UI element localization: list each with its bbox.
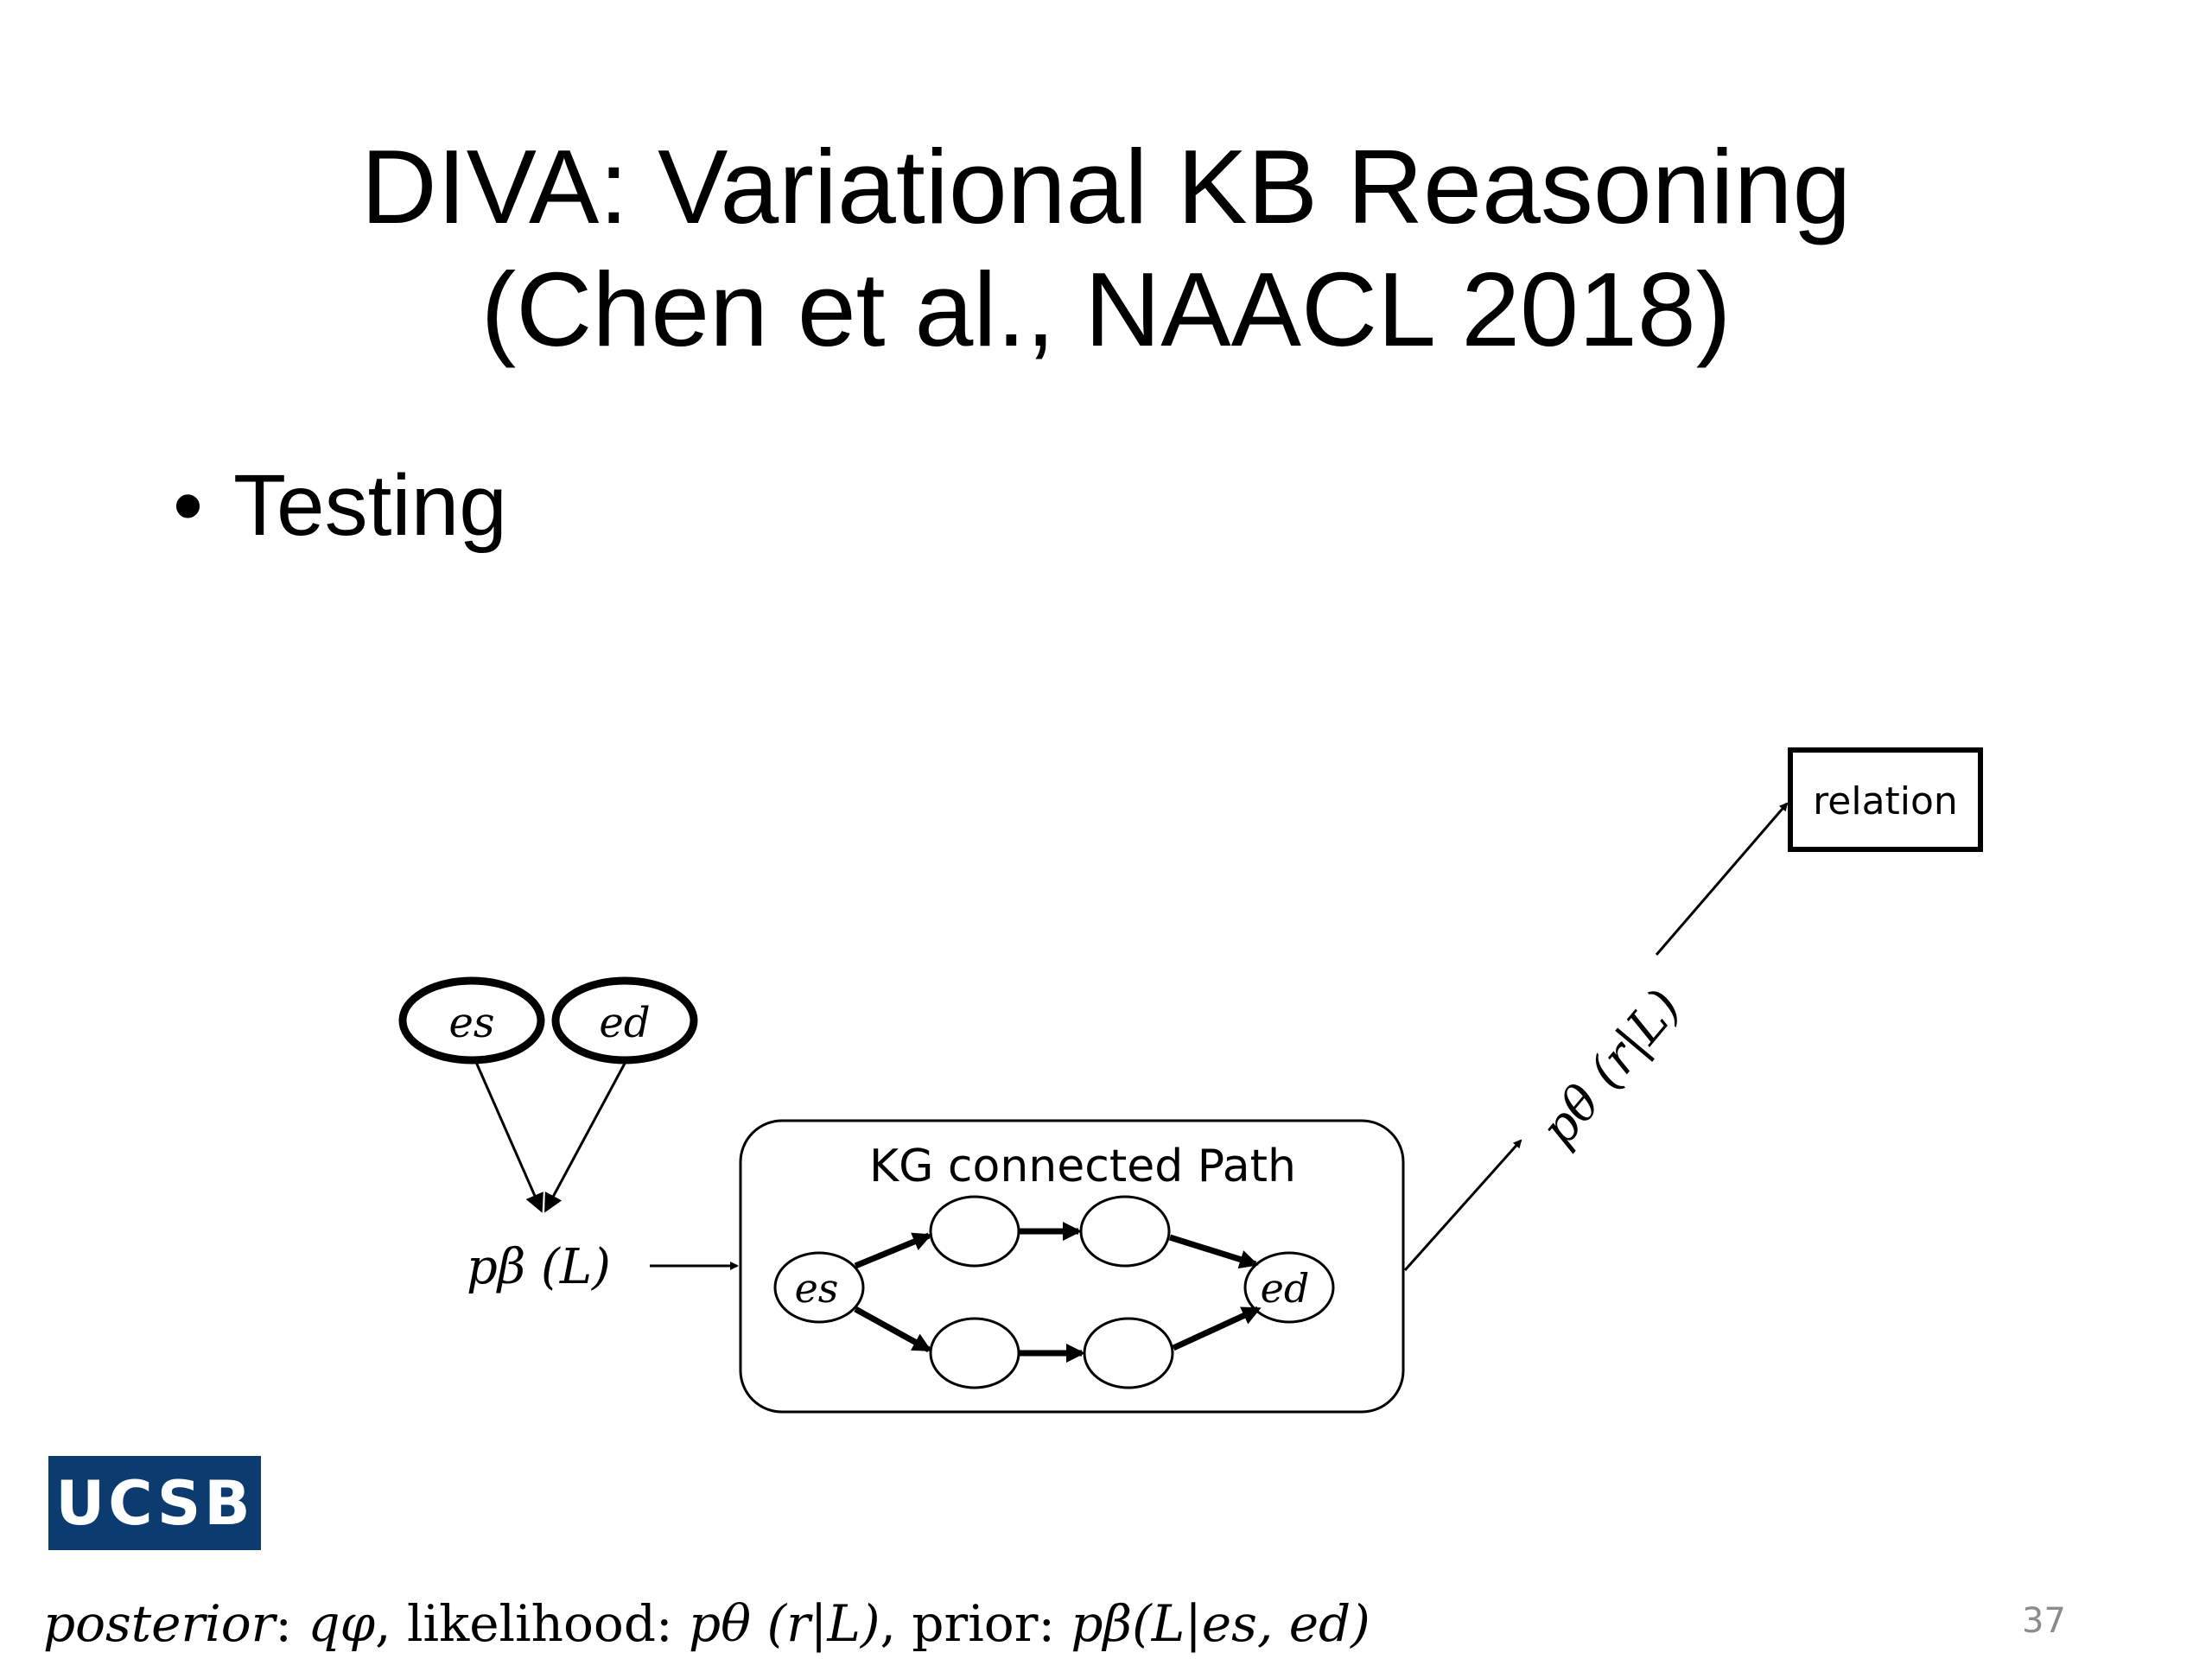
path-node-es-label: es [795, 1265, 839, 1312]
footer-posterior-word: posterior [43, 1594, 276, 1653]
ucsb-logo: UCSB [48, 1456, 261, 1550]
arrow-label-to-relation [1655, 802, 1789, 956]
footer-posterior-symbol: qφ [308, 1594, 376, 1653]
path-node-ed: ed [1243, 1251, 1335, 1324]
edge-top2-ed [1168, 1234, 1259, 1269]
path-node-ed-label: ed [1261, 1265, 1310, 1312]
footer-likelihood-expr: pθ (r|L) [688, 1594, 880, 1653]
path-node-bottom-2 [1083, 1317, 1174, 1389]
relation-label: relation [1813, 779, 1958, 823]
edge-bottom2-ed [1172, 1306, 1262, 1351]
kg-box-title: KG connected Path [869, 1141, 1296, 1192]
relation-box [1788, 747, 1983, 852]
node-ed: ed [551, 976, 698, 1065]
arrow-ed-to-prior [544, 1059, 628, 1213]
path-node-top-1 [929, 1195, 1020, 1268]
node-es-label: es [448, 999, 494, 1047]
footer-prior-word: prior [912, 1594, 1039, 1653]
title-line-1: DIVA: Variational KB Reasoning [360, 128, 1852, 245]
bullet-dot: • [173, 457, 204, 554]
slide-title: DIVA: Variational KB Reasoning (Chen et … [0, 125, 2212, 371]
edge-es-top1 [854, 1232, 932, 1269]
title-line-2: (Chen et al., NAACL 2018) [480, 251, 1732, 368]
footer-formula: posterior: qφ, likelihood: pθ (r|L), pri… [43, 1594, 1370, 1653]
path-node-bottom-1 [929, 1317, 1020, 1389]
footer-likelihood-word: likelihood [406, 1594, 656, 1653]
bullet-text: Testing [233, 457, 507, 554]
arrow-box-to-label [1403, 1139, 1522, 1271]
path-node-es: es [773, 1251, 865, 1324]
page-number: 37 [2022, 1601, 2066, 1641]
footer-prior-expr: pβ(L|es, ed) [1071, 1594, 1370, 1653]
arrow-es-to-prior [474, 1059, 543, 1213]
bullet-testing: • Testing [173, 454, 507, 557]
node-ed-label: ed [599, 999, 650, 1047]
likelihood-label: pθ (r|L) [1530, 979, 1692, 1157]
path-node-top-2 [1079, 1195, 1171, 1268]
node-es: es [398, 976, 545, 1065]
path-edges [854, 1222, 1262, 1363]
prior-label: pβ (L) [467, 1239, 611, 1295]
edge-es-bottom1 [854, 1306, 932, 1353]
